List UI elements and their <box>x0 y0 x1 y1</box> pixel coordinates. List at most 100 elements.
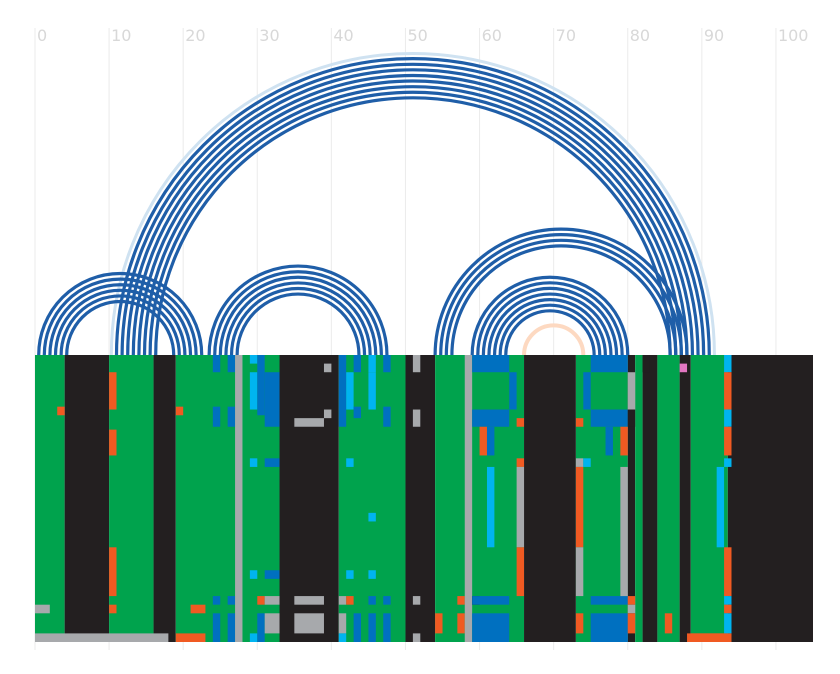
track-cell <box>346 372 354 410</box>
track-cell <box>575 458 584 467</box>
x-tick-label: 40 <box>333 26 353 45</box>
track-cell <box>679 363 688 373</box>
x-tick-label: 10 <box>111 26 131 45</box>
track-cell <box>212 596 221 605</box>
arc <box>235 292 361 356</box>
track-segment <box>679 355 691 642</box>
track-cell <box>294 613 324 634</box>
track-cell <box>383 355 391 373</box>
track-cell <box>716 466 725 548</box>
track-cell <box>346 596 354 605</box>
track-cell <box>249 633 258 642</box>
track-cell <box>583 458 591 467</box>
track-cell <box>486 426 495 456</box>
track-cell <box>627 409 636 427</box>
track-cell <box>338 355 347 427</box>
arc-outline <box>109 51 716 356</box>
track-cell <box>109 372 117 410</box>
track-segment <box>642 355 658 642</box>
track-cell <box>264 458 280 467</box>
track-segment <box>727 355 813 642</box>
track-cell <box>190 604 206 614</box>
track-cell <box>516 418 525 427</box>
x-tick-label: 90 <box>704 26 724 45</box>
track-cell <box>249 355 258 364</box>
track-segment <box>279 355 339 642</box>
track-cell <box>590 613 628 642</box>
x-tick-label: 60 <box>482 26 502 45</box>
x-tick-label: 70 <box>556 26 576 45</box>
track-cell <box>509 372 517 410</box>
track-cell <box>109 547 117 597</box>
track-cell <box>383 406 391 427</box>
track-segment <box>627 355 636 642</box>
arc <box>492 298 607 356</box>
track-cell <box>472 596 510 605</box>
sequence-track <box>35 355 813 642</box>
highlight-arc <box>522 323 586 356</box>
track-cell <box>257 613 265 642</box>
track-cell <box>346 570 354 579</box>
arc <box>504 309 596 356</box>
arc <box>470 275 630 356</box>
track-cell <box>35 604 50 614</box>
track-cell <box>353 406 362 419</box>
track-cell <box>235 355 243 642</box>
arc <box>450 244 672 356</box>
arc <box>444 238 678 356</box>
track-cell <box>627 596 636 605</box>
arc <box>65 300 176 356</box>
track-cell <box>109 604 117 614</box>
track-cell <box>368 372 376 410</box>
track-cell <box>212 355 221 373</box>
track-cell <box>575 418 584 427</box>
track-cell <box>368 512 376 522</box>
track-cell <box>457 613 465 634</box>
arc <box>224 281 372 356</box>
track-cell <box>664 613 673 634</box>
track-cell <box>338 633 347 642</box>
track-cell <box>575 547 584 597</box>
track-cell <box>724 596 732 605</box>
track-cell <box>368 596 376 605</box>
track-segment <box>657 355 680 642</box>
track-cell <box>464 355 473 642</box>
track-cell <box>724 458 732 467</box>
track-cell <box>724 409 732 427</box>
track-cell <box>642 355 650 373</box>
track-cell <box>353 613 362 642</box>
track-cell <box>412 355 421 373</box>
arc <box>126 68 700 356</box>
track-cell <box>383 613 391 642</box>
track-cell <box>249 570 258 579</box>
track-cell <box>472 355 510 373</box>
track-cell <box>227 596 236 605</box>
track-cell <box>575 466 584 548</box>
track-cell <box>383 596 391 605</box>
track-cell <box>687 633 732 642</box>
track-cell <box>227 406 236 427</box>
track-cell <box>583 372 591 410</box>
track-segment <box>524 355 576 642</box>
track-cell <box>457 596 465 605</box>
track-cell <box>212 613 221 642</box>
track-cell <box>175 633 206 642</box>
arc <box>476 281 624 356</box>
track-cell <box>175 406 184 416</box>
track-cell <box>368 355 376 373</box>
track-cell <box>724 372 732 410</box>
arc <box>37 272 204 356</box>
track-cell <box>412 633 421 642</box>
arc <box>53 288 187 356</box>
x-tick-label: 50 <box>407 26 427 45</box>
track-cell <box>590 409 628 427</box>
track-cell <box>338 596 347 605</box>
x-tick-label: 20 <box>185 26 205 45</box>
arc <box>59 294 181 356</box>
track-cell <box>264 596 280 605</box>
arc <box>498 303 602 356</box>
x-tick-label: 80 <box>630 26 650 45</box>
track-cell <box>294 418 324 427</box>
arc <box>137 79 689 356</box>
track-cell <box>323 409 332 419</box>
